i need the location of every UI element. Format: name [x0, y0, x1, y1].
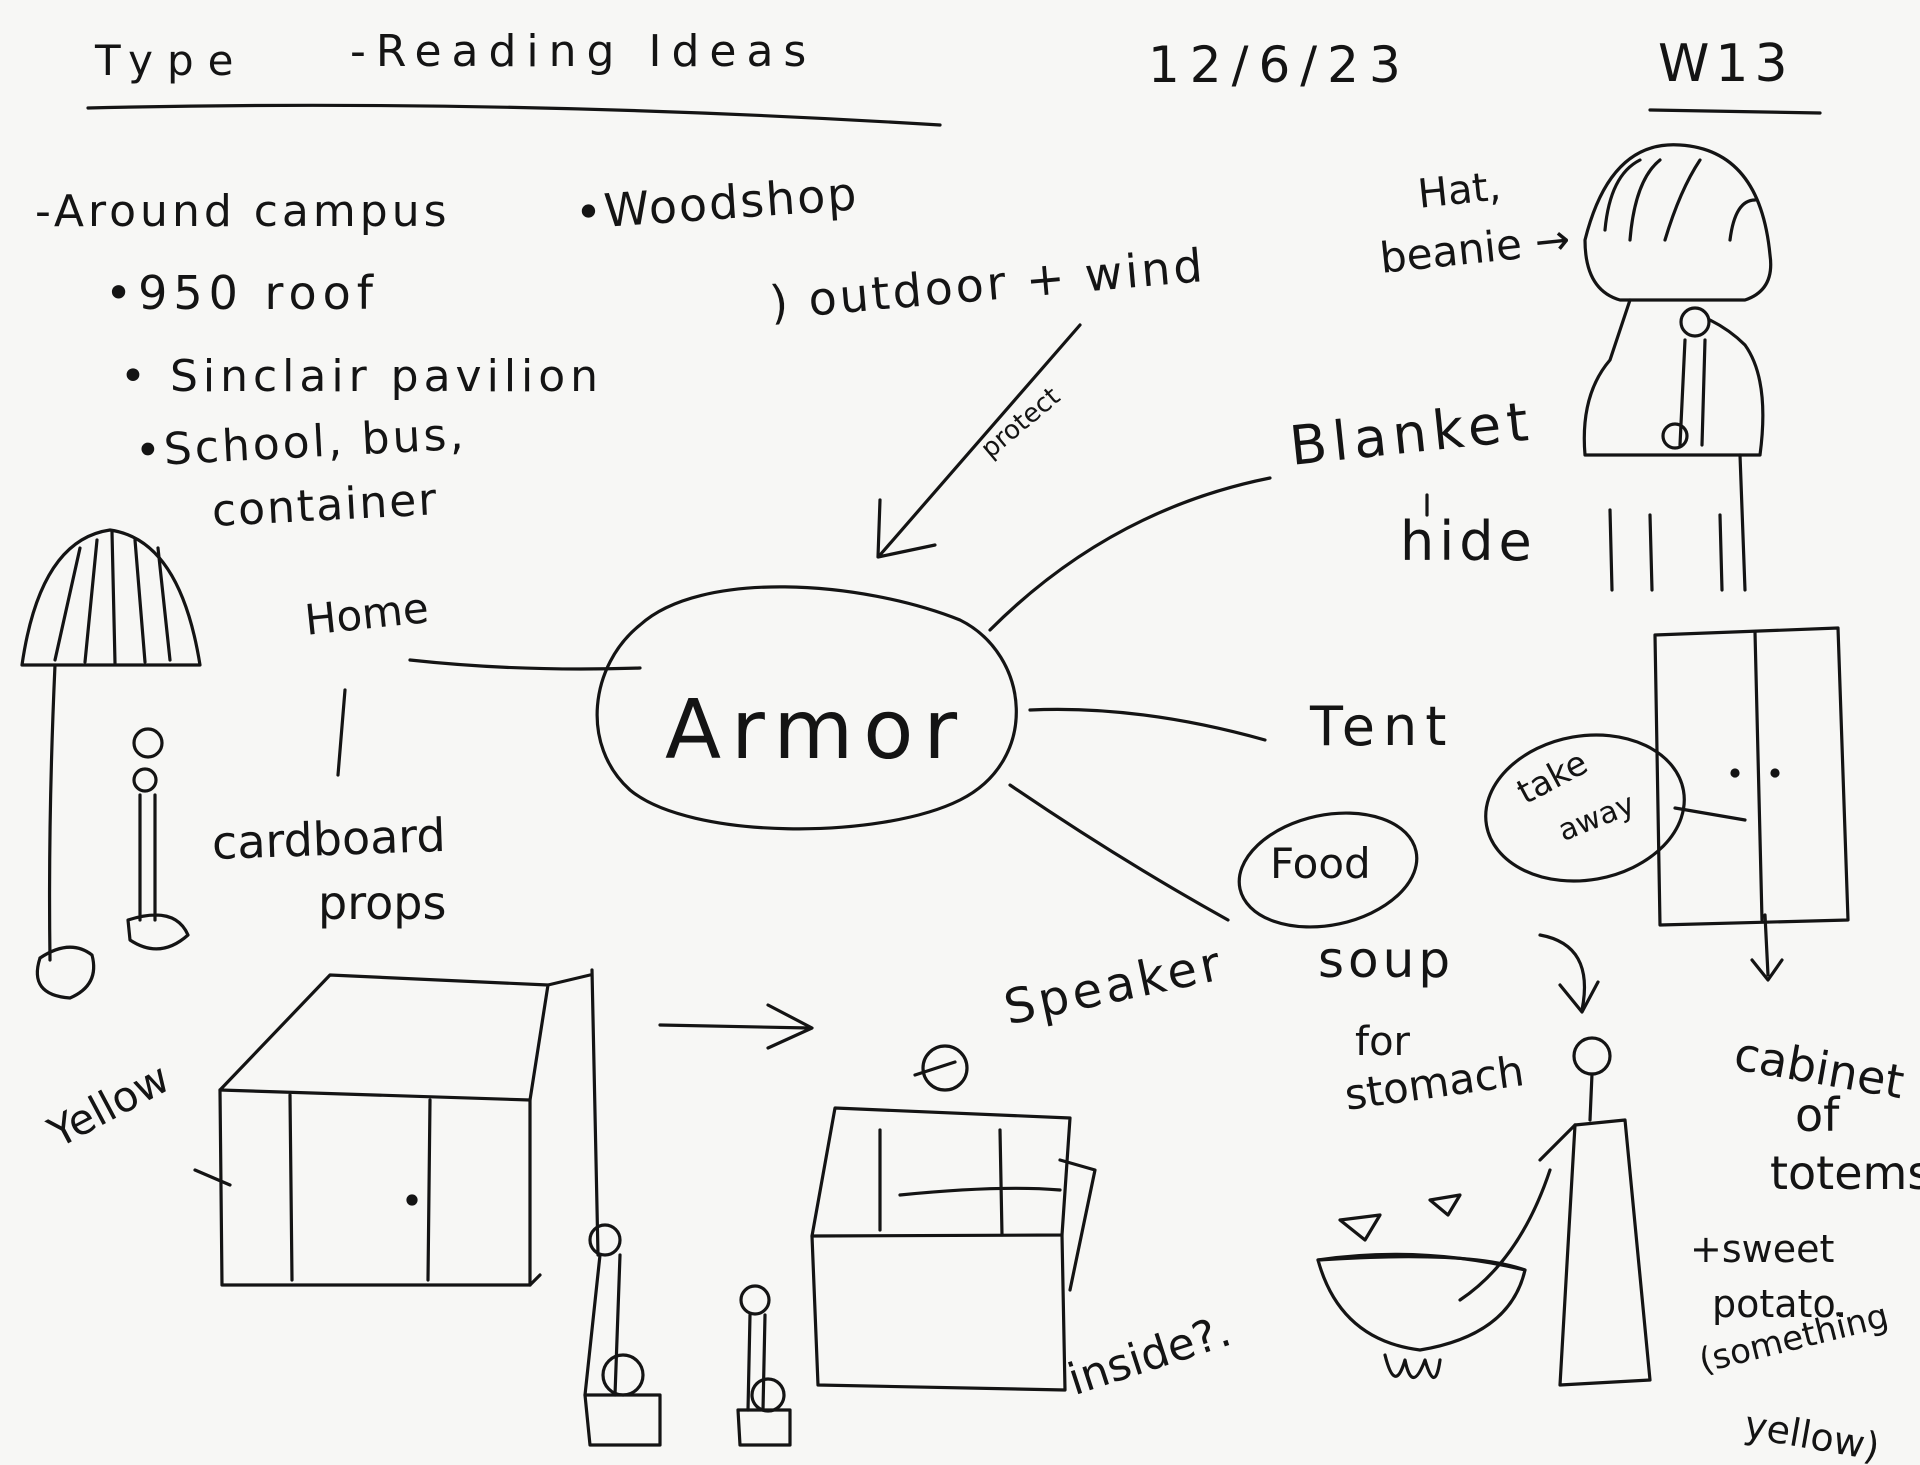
date: 12/6/23	[1148, 36, 1411, 94]
campus-item-950-roof: •950 roof	[105, 266, 379, 320]
potato-label: potato.	[1712, 1282, 1848, 1326]
campus-item-sinclair: • Sinclair pavilion	[120, 351, 604, 402]
take-away-bubble	[1484, 733, 1686, 883]
totems-label: totems	[1770, 1146, 1920, 1200]
ladle	[1458, 1168, 1552, 1302]
armor-label: Armor	[665, 683, 968, 778]
cardboard-box	[218, 973, 550, 1102]
speaker-connector	[1008, 783, 1230, 922]
title-type: Type	[95, 36, 248, 85]
title-underline	[86, 103, 942, 127]
protect-arrow	[878, 323, 1082, 557]
tent-label: Tent	[1310, 695, 1455, 758]
title-reading-ideas: -Reading Ideas	[350, 26, 817, 77]
arrow-right	[658, 1023, 812, 1030]
stove-flame	[1383, 1353, 1442, 1380]
around-campus-heading: -Around campus	[35, 186, 451, 237]
lamp-base	[35, 945, 96, 1000]
for-label: for	[1355, 1019, 1410, 1065]
take-away-connector	[1673, 806, 1747, 822]
food-bubble	[1237, 811, 1419, 929]
blanket-connector	[988, 476, 1272, 632]
home-label: Home	[302, 583, 431, 645]
beanie-figure	[1583, 143, 1773, 302]
hat-label: Hat,	[1415, 163, 1503, 218]
armor-ellipse	[595, 585, 1018, 831]
soup-label: soup	[1318, 931, 1455, 989]
tent-connector	[1028, 707, 1267, 742]
soup-arrowhead	[1558, 980, 1600, 1014]
week-underline	[1648, 108, 1822, 115]
cabinet	[1653, 626, 1850, 927]
home-connector	[408, 658, 642, 671]
hide-label: hide	[1400, 510, 1537, 573]
cardboard-label: cardboard	[211, 807, 447, 870]
yellow-arrow	[193, 1168, 232, 1187]
sweet-label: +sweet	[1690, 1227, 1835, 1271]
soup-arrow	[1538, 933, 1587, 1012]
protect-arrowhead	[876, 498, 937, 559]
props-label: props	[318, 876, 447, 930]
week-label: W13	[1658, 34, 1794, 94]
food-label: Food	[1270, 839, 1371, 888]
campus-item-container: container	[210, 474, 440, 537]
lamp-pole	[47, 663, 57, 962]
lamp-shade	[20, 528, 202, 667]
of-label: of	[1795, 1088, 1840, 1142]
home-props-connector	[336, 688, 347, 777]
